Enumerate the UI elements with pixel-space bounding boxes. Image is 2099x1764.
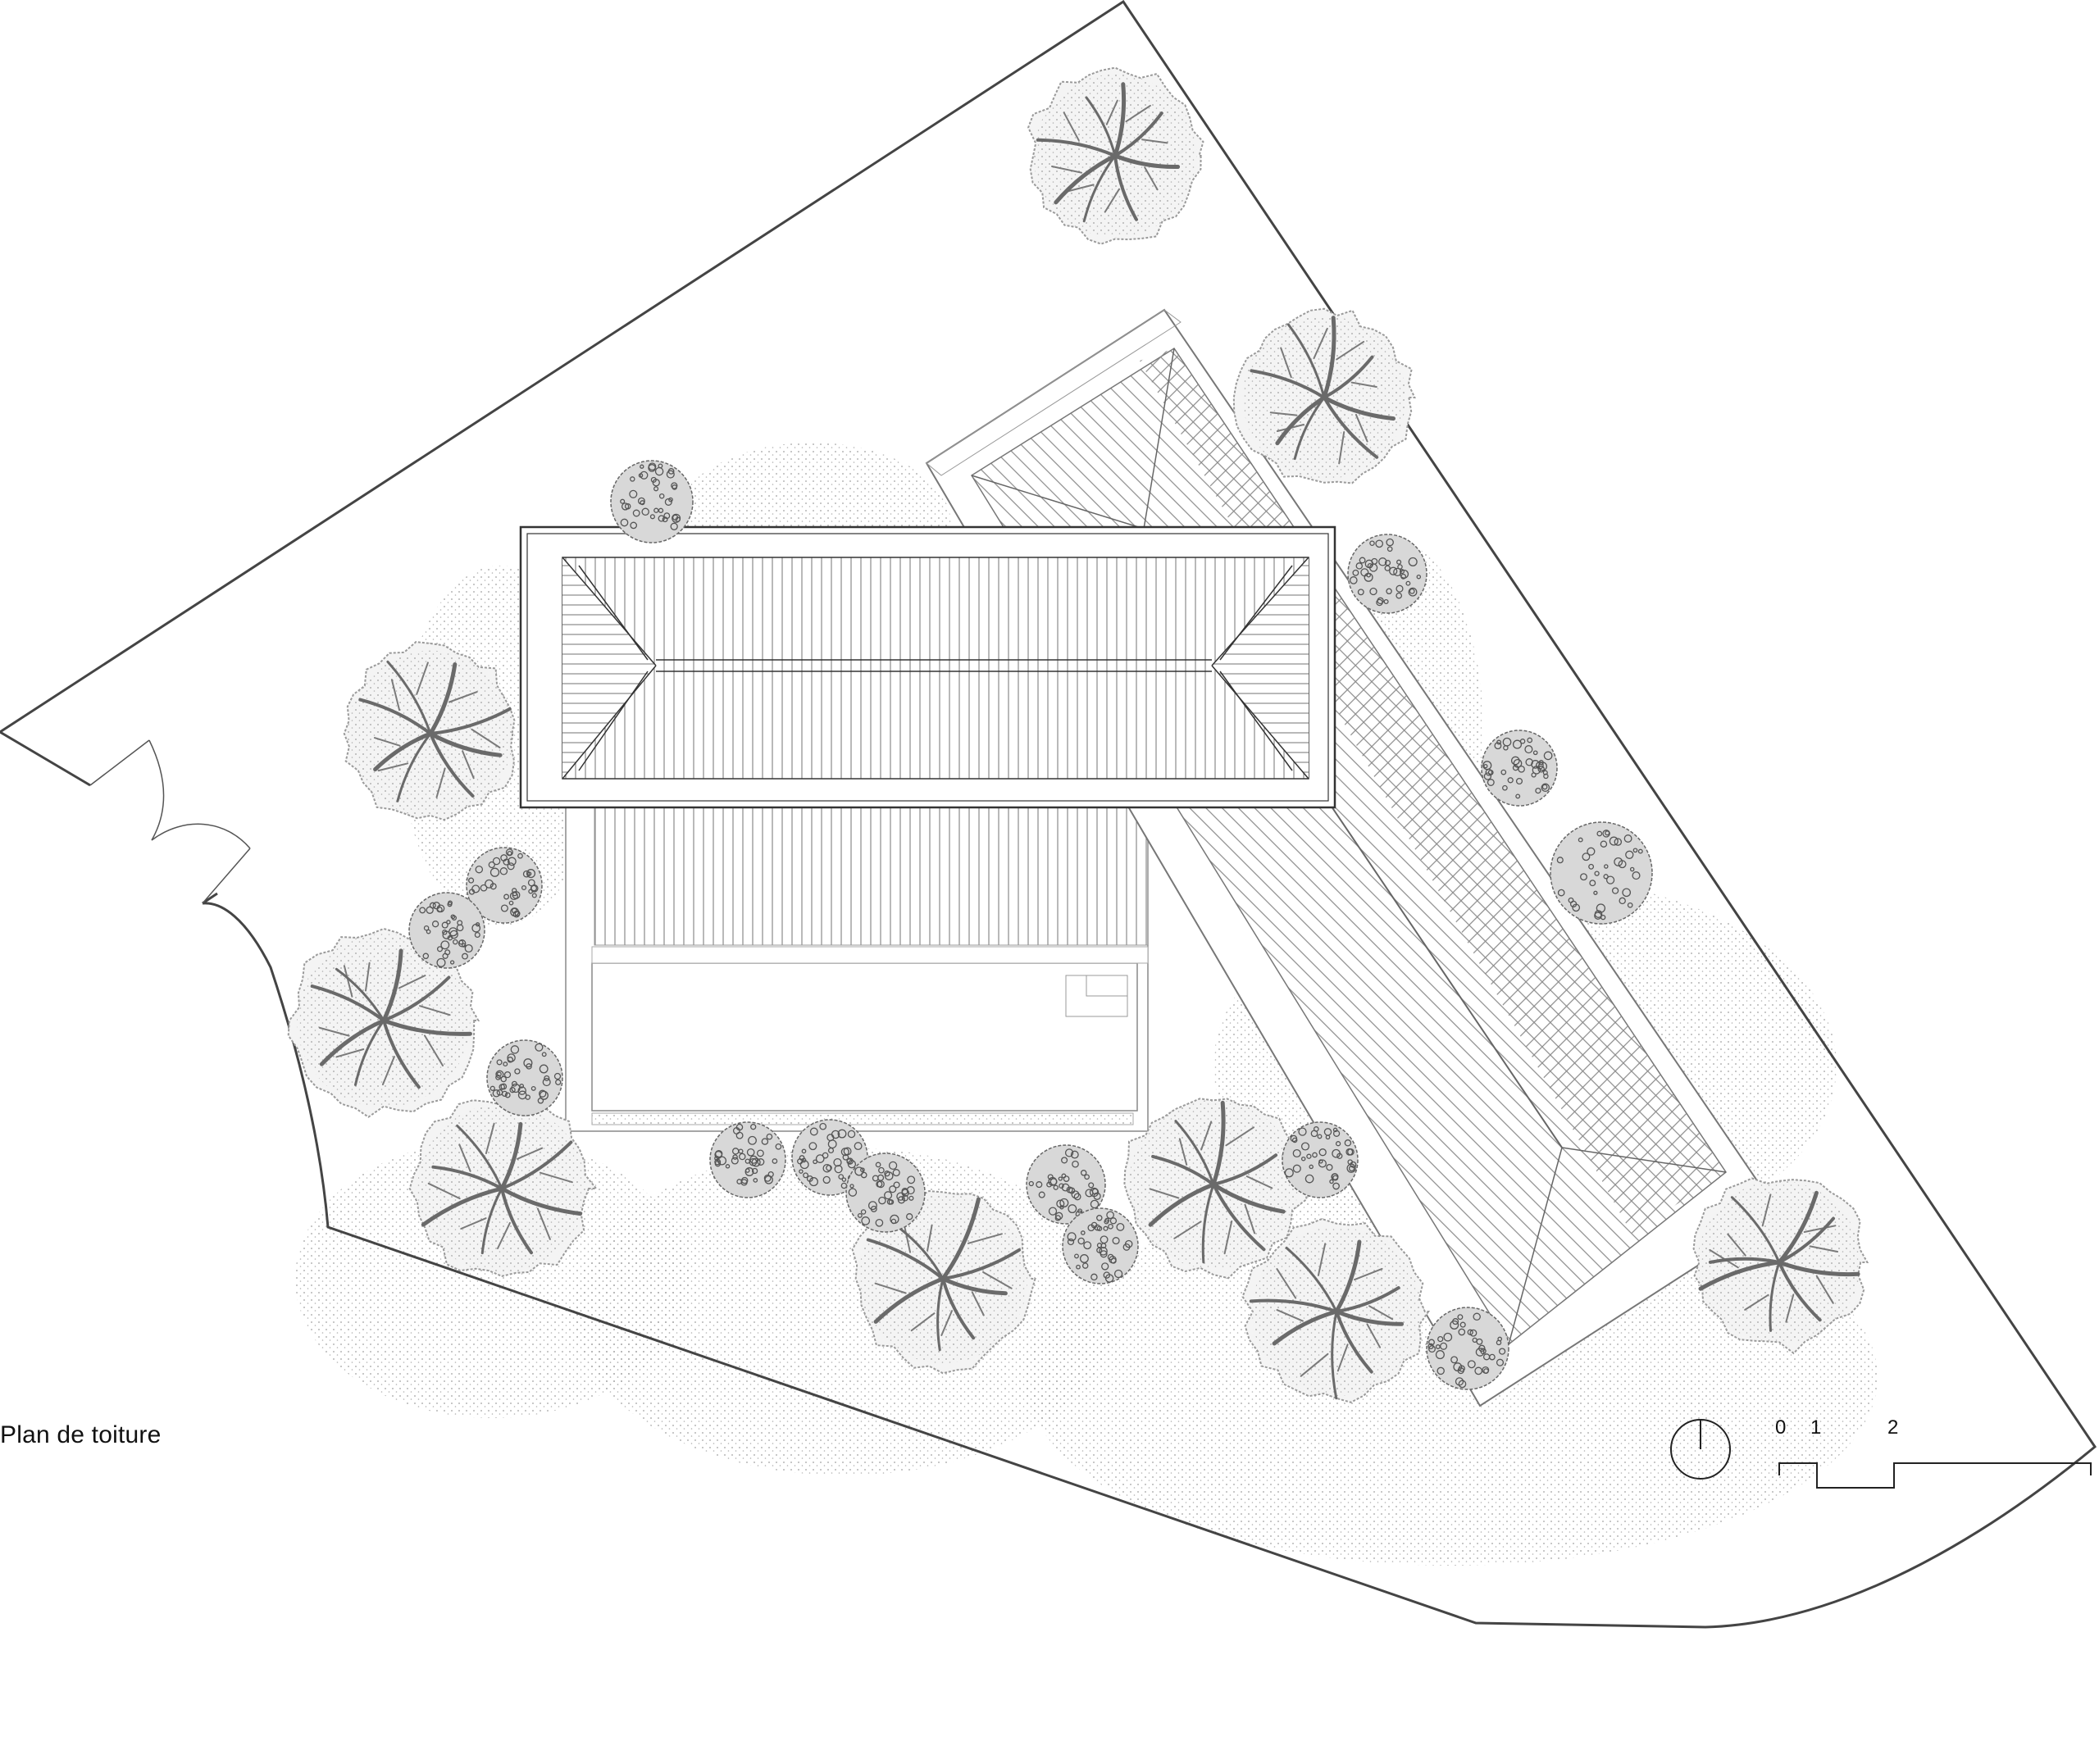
site-boundary-gate	[0, 730, 218, 905]
shrub-icon	[466, 847, 543, 924]
site-boundary	[0, 0, 2097, 1629]
tree-icon	[1123, 1098, 1308, 1280]
tree-icon	[408, 1099, 599, 1277]
tree-icon	[1241, 1217, 1431, 1403]
roof-plan-drawing	[0, 0, 2097, 1629]
shrub-icon	[408, 892, 485, 969]
shrub-icon	[486, 1039, 563, 1116]
shrub-icon	[1347, 534, 1427, 614]
shrub-icon	[845, 1153, 926, 1233]
tree-icon	[1692, 1177, 1869, 1355]
tree-icon	[343, 641, 516, 821]
shrub-icon	[1426, 1307, 1509, 1390]
shrub-icon	[1026, 1144, 1106, 1225]
scale-label-2: 2	[1887, 1416, 1899, 1439]
shrub-icon	[1481, 730, 1558, 807]
shrub-icon	[1550, 821, 1653, 925]
scale-bar	[1778, 1462, 2092, 1489]
tree-icon	[1232, 307, 1416, 484]
tree-icon	[851, 1189, 1036, 1375]
scale-label-0: 0	[1775, 1416, 1787, 1439]
vegetation	[287, 66, 1869, 1403]
tree-icon	[287, 927, 480, 1118]
shrub-icon	[709, 1121, 786, 1198]
shrub-icon	[610, 460, 694, 543]
plan-title: Plan de toiture	[0, 1421, 162, 1448]
scale-label-1: 1	[1810, 1416, 1822, 1439]
shrub-icon	[791, 1119, 868, 1196]
tree-icon	[1027, 66, 1204, 245]
north-arrow-icon	[1670, 1419, 1731, 1480]
entrance-gate	[89, 739, 251, 904]
shrub-icon	[1282, 1121, 1359, 1198]
shrub-icon	[1062, 1207, 1139, 1284]
main-hip-roof	[519, 525, 1336, 809]
terrace-structure	[565, 798, 1149, 1132]
